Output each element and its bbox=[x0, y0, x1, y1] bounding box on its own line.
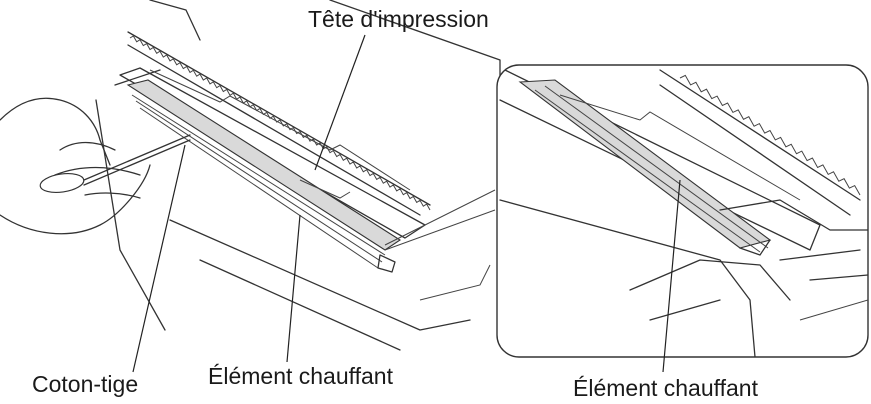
cotton-swab-leader bbox=[132, 144, 186, 373]
cotton-swab-stick bbox=[83, 134, 191, 181]
zoom-connector bbox=[384, 189, 496, 251]
label-heating-element-zoom: Élément chauffant bbox=[573, 179, 759, 401]
heating-element-main-leader bbox=[286, 214, 301, 363]
cotton-swab-tip bbox=[39, 172, 85, 194]
zoom-inset bbox=[496, 64, 869, 358]
heating-element-zoom-label: Élément chauffant bbox=[573, 375, 759, 401]
heating-element-zoom-leader bbox=[662, 179, 681, 373]
print-head-leader bbox=[314, 34, 366, 171]
rail-teeth bbox=[129, 35, 431, 211]
heating-element-main-label: Élément chauffant bbox=[208, 363, 394, 389]
serrated-rail bbox=[127, 31, 431, 216]
zoom-rail-teeth bbox=[679, 74, 861, 196]
print-head-label: Tête d'impression bbox=[308, 6, 489, 32]
print-head bbox=[119, 67, 426, 273]
zoom-frame bbox=[496, 64, 869, 358]
cotton-swab-label: Coton-tige bbox=[32, 371, 138, 397]
hand-with-cotton-swab bbox=[0, 97, 191, 235]
label-cotton-swab: Coton-tige bbox=[32, 144, 186, 397]
label-heating-element-main: Élément chauffant bbox=[208, 214, 394, 389]
label-print-head: Tête d'impression bbox=[308, 6, 489, 171]
